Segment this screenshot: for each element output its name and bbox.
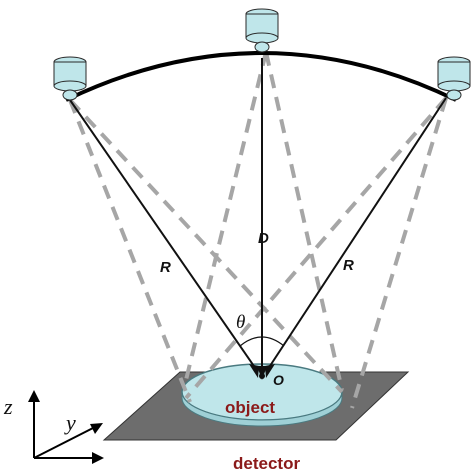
label-r-left: R — [160, 259, 171, 276]
x-ray-source-icon — [53, 56, 87, 101]
x-ray-source-icon — [245, 8, 279, 53]
source-arc — [65, 51, 457, 102]
axis-label-y: y — [64, 410, 76, 435]
origin-point — [259, 373, 265, 379]
label-theta: θ — [236, 312, 245, 333]
theta-arc — [239, 336, 285, 347]
x-ray-source-icon — [437, 56, 471, 101]
label-detector: detector — [233, 454, 300, 473]
beam-lines — [68, 51, 448, 409]
coordinate-axes — [33, 398, 96, 459]
label-d: D — [258, 230, 269, 247]
solid-rays — [69, 58, 447, 373]
axis-label-z: z — [3, 394, 13, 419]
label-origin: O — [273, 372, 284, 388]
label-object: object — [225, 398, 275, 417]
label-r-right: R — [343, 257, 354, 274]
axis-arrowheads — [28, 390, 104, 464]
